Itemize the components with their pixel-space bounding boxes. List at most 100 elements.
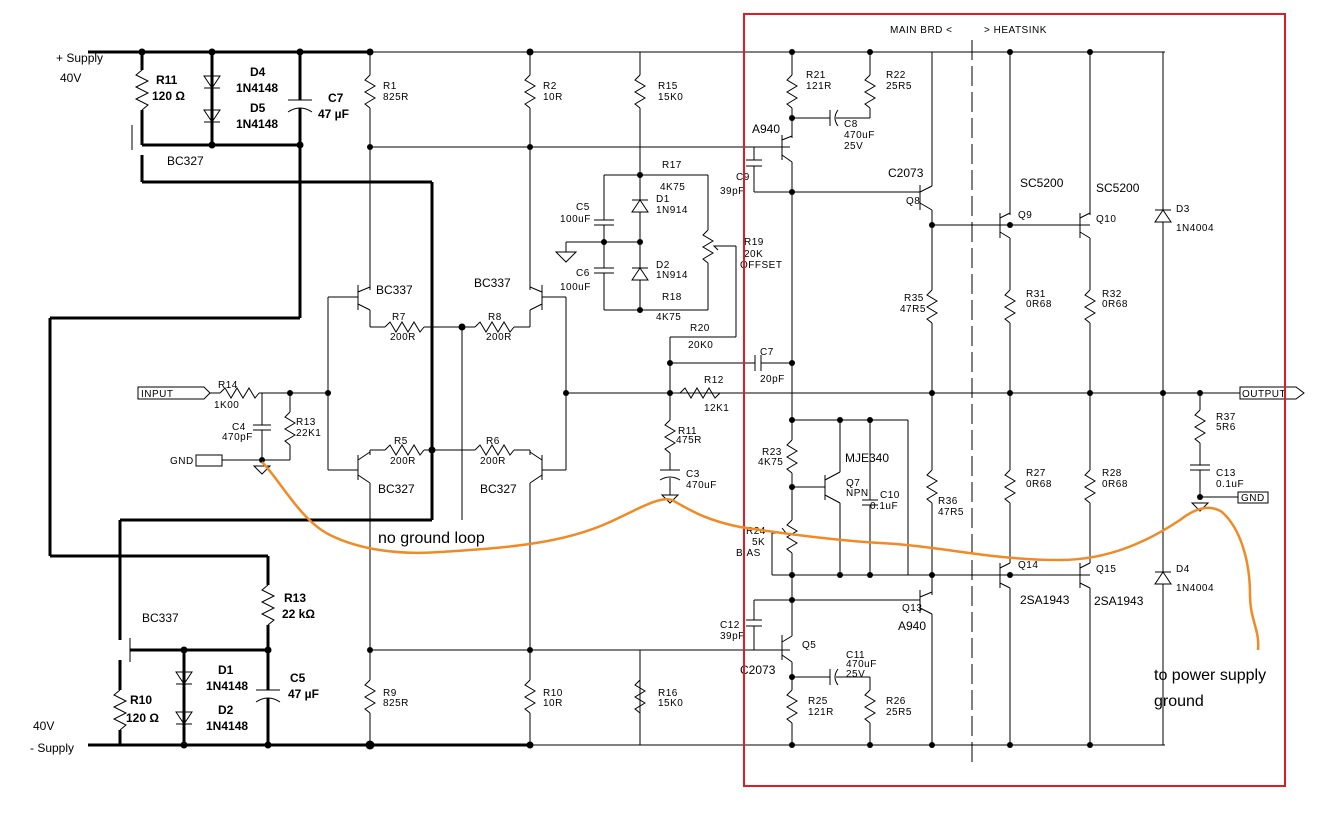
q9-label: Q9 <box>1018 210 1032 221</box>
c4-value: 470pF <box>222 432 253 443</box>
r35-value: 47R5 <box>900 304 926 315</box>
r13-name: R13 <box>296 417 316 428</box>
bc337-left-label: BC337 <box>376 283 413 297</box>
d4-top-name: D4 <box>250 65 266 79</box>
d4-value: 1N4004 <box>1176 583 1214 594</box>
r25-value: 121R <box>808 707 834 718</box>
q8-label: Q8 <box>906 196 920 207</box>
c11-value: 470uF <box>846 659 877 670</box>
sc5200-a-label: SC5200 <box>1020 176 1064 190</box>
r19-value: 20K <box>744 249 763 260</box>
r24-name: R24 <box>746 526 766 537</box>
c7-name: C7 <box>760 347 774 358</box>
r25-name: R25 <box>808 696 828 707</box>
c5-bottom-name: C5 <box>290 671 306 685</box>
r19-function: OFFSET <box>740 260 782 271</box>
r9-value: 825R <box>383 698 409 709</box>
c12-name: C12 <box>720 620 740 631</box>
driver-stage: R21 121R R22 25R5 C8 470uF 25V A940 C9 3… <box>720 49 1090 748</box>
r6-name: R6 <box>486 436 500 447</box>
r19-name: R19 <box>744 237 764 248</box>
a940-top-label: A940 <box>752 122 780 136</box>
input-stage: R1 825R R2 10R R15 15K0 BC337 BC337 R7 2… <box>327 48 1240 745</box>
neg-supply-voltage: 40V <box>33 719 54 733</box>
top-regulator: R11 120 Ω D4 1N4148 D5 1N4148 C7 47 µF B… <box>48 48 434 558</box>
r10-name: R10 <box>543 688 563 699</box>
c6-value: 100uF <box>560 282 591 293</box>
r28-name: R28 <box>1102 468 1122 479</box>
c11-name: C11 <box>846 650 865 661</box>
psu-ground-note-line1: to power supply <box>1154 667 1266 684</box>
c2073-top-label: C2073 <box>888 166 924 180</box>
no-ground-loop-note: no ground loop <box>378 530 485 547</box>
c3-value: 470uF <box>686 480 717 491</box>
r14-value: 1K00 <box>214 400 239 411</box>
c10-value: 0.1uF <box>870 501 898 512</box>
psu-ground-note-line2: ground <box>1154 693 1204 710</box>
board-heatsink-label: > HEATSINK <box>984 25 1047 36</box>
c2073-bottom-label: C2073 <box>740 663 776 677</box>
r24-value: 5K <box>752 537 765 548</box>
r16-name: R16 <box>658 688 678 699</box>
r20-name: R20 <box>690 323 710 334</box>
d5-top-value: 1N4148 <box>236 117 278 131</box>
q5-label: Q5 <box>802 640 816 651</box>
pos-supply-voltage: 40V <box>60 71 81 85</box>
r23-value: 4K75 <box>758 457 783 468</box>
r18-value: 4K75 <box>656 312 681 323</box>
c4-name: C4 <box>232 422 246 433</box>
d1-name: D1 <box>656 194 670 205</box>
r11-top-value: 120 Ω <box>152 89 185 103</box>
r21-value: 121R <box>806 81 832 92</box>
r28-value: 0R68 <box>1102 479 1128 490</box>
r15-name: R15 <box>658 81 678 92</box>
c6-name: C6 <box>576 268 590 279</box>
c12-value: 39pF <box>720 631 745 642</box>
r6-value: 200R <box>480 456 506 467</box>
mje340-label: MJE340 <box>845 451 889 465</box>
c7-value: 20pF <box>760 374 785 385</box>
neg-supply-label: - Supply <box>30 741 74 755</box>
r7-name: R7 <box>392 312 406 323</box>
r31-name: R31 <box>1026 289 1046 300</box>
r37-value: 5R6 <box>1216 422 1236 433</box>
c7-top-value: 47 µF <box>318 107 349 121</box>
r7-value: 200R <box>390 332 416 343</box>
r16-value: 15K0 <box>658 698 683 709</box>
q13-label: Q13 <box>902 603 922 614</box>
sc5200-b-label: SC5200 <box>1096 181 1140 195</box>
r36-name: R36 <box>938 496 958 507</box>
bc327-top-label: BC327 <box>167 154 204 168</box>
c13-name: C13 <box>1216 468 1236 479</box>
c8-voltage: 25V <box>844 141 863 152</box>
r17-value: 4K75 <box>660 182 685 193</box>
d1-bottom-value: 1N4148 <box>206 679 248 693</box>
r26-value: 25R5 <box>886 707 912 718</box>
d5-top-name: D5 <box>250 101 266 115</box>
gnd-input-port: GND <box>170 456 194 467</box>
bc327-right-label: BC327 <box>480 482 517 496</box>
output-port: OUTPUT <box>1242 389 1286 400</box>
bc337-right-label: BC337 <box>474 276 511 290</box>
r1-name: R1 <box>383 81 397 92</box>
r31-value: 0R68 <box>1026 299 1052 310</box>
r1-value: 825R <box>383 92 409 103</box>
d3-name: D3 <box>1176 204 1190 215</box>
heatsink-highlight-box <box>743 13 1286 787</box>
pos-supply-label: + Supply <box>56 51 103 65</box>
q10-label: Q10 <box>1096 214 1116 225</box>
board-main-label: MAIN BRD < <box>890 25 953 36</box>
r13-value: 22K1 <box>296 428 321 439</box>
bottom-regulator: BC337 R13 22 kΩ D1 1N4148 D2 1N4148 C5 4… <box>112 450 534 750</box>
r11-top-name: R11 <box>156 73 178 87</box>
c9-value: 39pF <box>720 186 745 197</box>
r18-name: R18 <box>662 292 682 303</box>
c8-value: 470uF <box>844 130 875 141</box>
gnd-output-port: GND <box>1241 493 1265 504</box>
r32-name: R32 <box>1102 289 1122 300</box>
r10-bottom-name: R10 <box>130 693 152 707</box>
c9-name: C9 <box>736 172 750 183</box>
bias-feedback: R17 4K75 D1 1N914 C5 100uF C6 100uF D2 1… <box>554 160 792 504</box>
input-port: INPUT <box>141 389 174 400</box>
r21-name: R21 <box>806 70 826 81</box>
